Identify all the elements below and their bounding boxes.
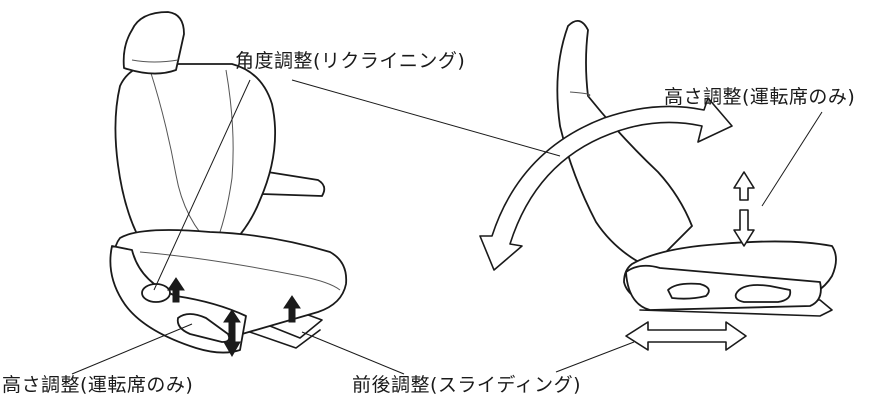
right-height-lever xyxy=(734,284,792,303)
armrest xyxy=(254,169,326,197)
height-up-arrow xyxy=(733,171,755,201)
seat-rail-lower xyxy=(243,329,321,349)
recline-lever-arrow xyxy=(167,277,185,303)
seatback-seam xyxy=(149,69,215,249)
height-label-right: 高さ調整(運転席のみ) xyxy=(664,86,856,108)
headrest-seam xyxy=(131,59,179,63)
recline-lever xyxy=(141,283,171,303)
leader-height-right xyxy=(761,111,823,207)
right-recline-lever xyxy=(667,282,710,300)
height-lever-arrow xyxy=(223,309,241,358)
leader-slide-left xyxy=(301,331,405,375)
right-seat xyxy=(556,20,837,317)
height-down-arrow xyxy=(733,209,755,247)
height-label-left: 高さ調整(運転席のみ) xyxy=(2,374,194,396)
cushion-seam xyxy=(139,251,341,291)
right-seatback-seam xyxy=(569,91,591,97)
right-seatback xyxy=(556,20,693,269)
leader-slide-right xyxy=(555,341,635,373)
recline-arc-arrow xyxy=(479,97,733,271)
slide-double-arrow xyxy=(625,321,747,351)
leader-recline-left xyxy=(153,79,251,291)
slide-lever-arrow xyxy=(283,295,301,323)
headrest xyxy=(122,11,185,75)
leader-height-left xyxy=(71,323,193,375)
slide-label: 前後調整(スライディング) xyxy=(352,374,581,396)
leader-recline-right xyxy=(291,79,561,157)
recline-label: 角度調整(リクライニング) xyxy=(235,50,466,72)
seatback-seam-2 xyxy=(213,69,234,249)
